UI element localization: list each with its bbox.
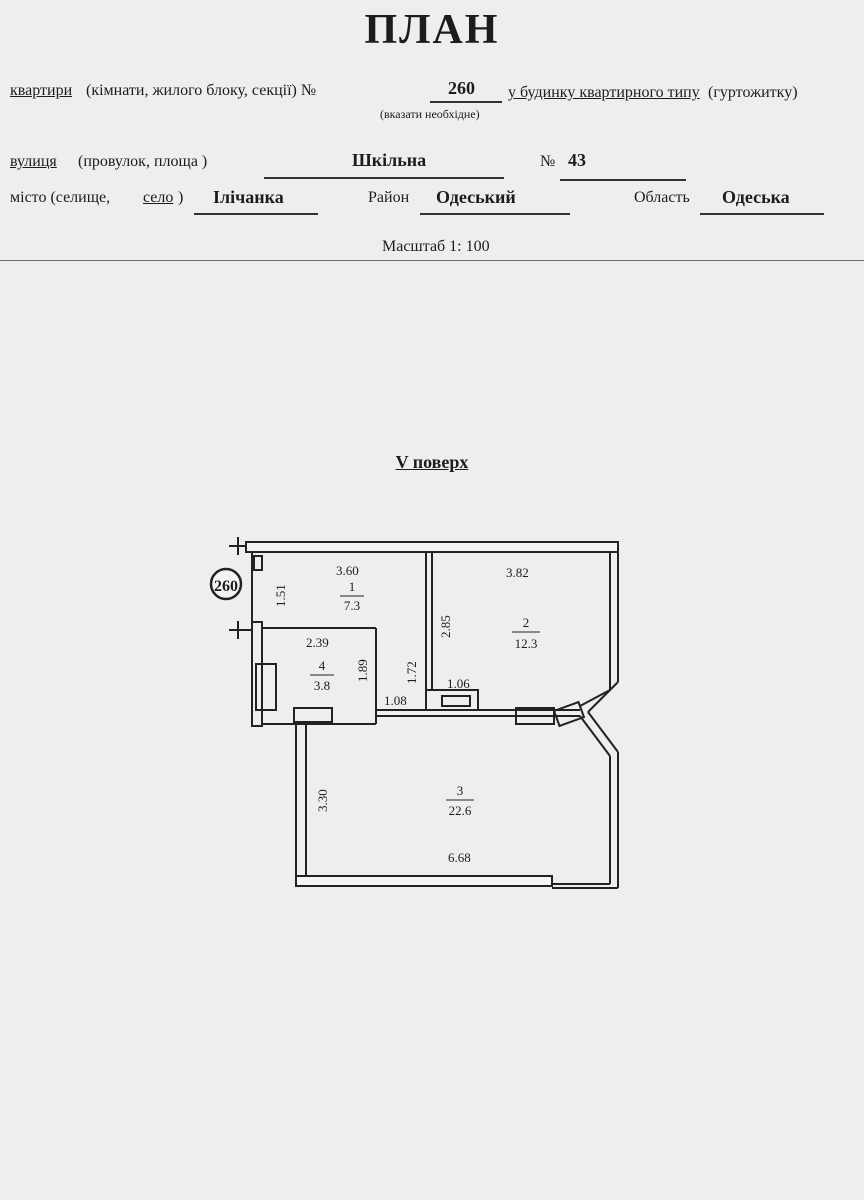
district-underline	[420, 213, 570, 215]
apartment-number-underline	[430, 101, 502, 103]
dim-hall-depth: 1.72	[404, 661, 419, 684]
dim-room1-width: 3.60	[336, 563, 359, 578]
floor-label: V поверх	[395, 452, 469, 472]
bay-wall-lower-outer	[587, 711, 619, 753]
dim-room3-width: 6.68	[448, 850, 471, 865]
label-house-number: №	[540, 153, 556, 170]
dim-closet-width: 1.06	[447, 676, 470, 691]
room2-area: 12.3	[515, 636, 538, 651]
label-region: Область	[634, 189, 690, 206]
scale-label: Масштаб 1: 100	[382, 238, 490, 255]
label-building-type: у будинку квартирного типу	[508, 84, 700, 101]
room3-bottom-wall	[295, 875, 553, 887]
room4-number: 4	[319, 658, 326, 673]
closet-inner	[441, 695, 471, 707]
city-underline	[194, 213, 318, 215]
label-district: Район	[368, 189, 410, 206]
label-village: село	[143, 189, 174, 206]
region-name: Одеська	[722, 187, 790, 207]
note-specify: (вказати необхідне)	[380, 107, 480, 121]
bay-wall-lower-inner	[579, 715, 611, 757]
bath-fixture	[255, 663, 277, 711]
room2-number: 2	[523, 615, 530, 630]
dim-room4-depth: 1.89	[355, 659, 370, 682]
apartment-badge-circle	[209, 567, 243, 601]
room4-area: 3.8	[314, 678, 330, 693]
dim-hall-width: 1.08	[384, 693, 407, 708]
bay-wall-outer	[587, 681, 619, 713]
label-apartment: квартири	[10, 82, 73, 99]
shaft-small	[253, 555, 263, 571]
dim-room4-width: 2.39	[306, 635, 329, 650]
city-name: Ілічанка	[213, 187, 284, 207]
door-room4	[293, 707, 333, 723]
street-underline	[264, 177, 504, 179]
house-number: 43	[568, 150, 586, 170]
door-balcony	[552, 700, 586, 728]
bay-wall-inner	[579, 689, 611, 707]
dim-room3-depth: 3.30	[315, 789, 330, 812]
header-divider	[0, 260, 864, 261]
label-dormitory: (гуртожитку)	[708, 84, 798, 101]
label-apartment-types: (кімнати, жилого блоку, секції) №	[86, 82, 317, 99]
district-name: Одеський	[436, 187, 516, 207]
label-city-close: )	[178, 189, 184, 206]
label-street-types: (провулок, площа )	[78, 153, 208, 170]
dim-room1-depth: 1.51	[273, 584, 288, 607]
room3-area: 22.6	[449, 803, 472, 818]
label-street: вулиця	[10, 153, 57, 170]
dim-room2-depth: 2.85	[438, 615, 453, 638]
room1-number: 1	[349, 579, 356, 594]
apartment-number: 260	[448, 78, 475, 98]
closet-fixture	[425, 689, 479, 711]
room3-number: 3	[457, 783, 464, 798]
apartment-badge-number: 260	[214, 578, 238, 595]
street-name: Шкільна	[352, 150, 427, 170]
room1-area: 7.3	[344, 598, 360, 613]
dim-room2-width: 3.82	[506, 565, 529, 580]
room4-left-wall	[251, 621, 263, 727]
document-title: ПЛАН	[364, 7, 500, 53]
house-number-underline	[560, 179, 686, 181]
top-wall	[245, 541, 619, 553]
door-room2	[515, 707, 555, 725]
label-city: місто (селище,	[10, 189, 111, 206]
region-underline	[700, 213, 824, 215]
